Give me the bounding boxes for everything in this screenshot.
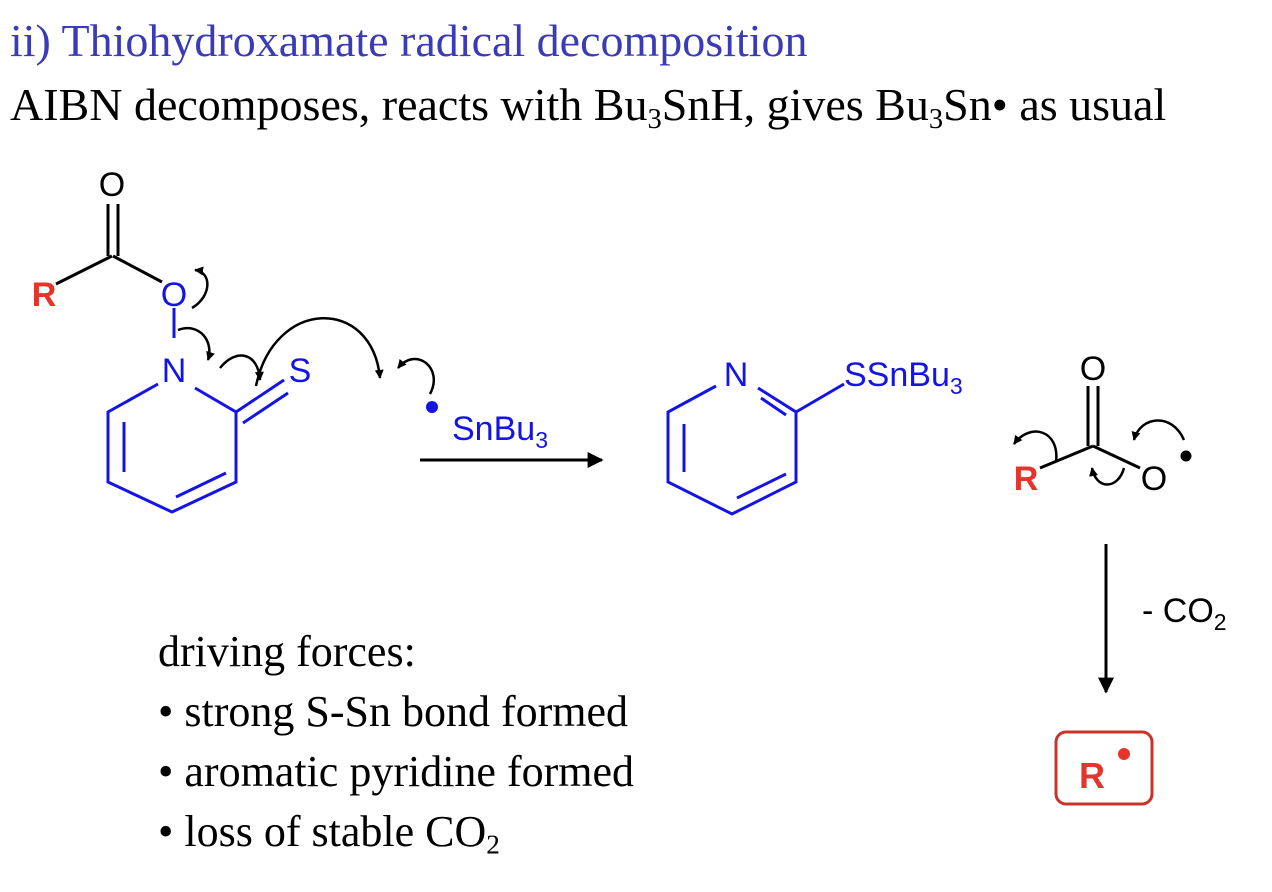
subtitle-part3: Sn• as usual xyxy=(943,79,1167,130)
curly-arrow-on-bond xyxy=(177,327,215,361)
co2-loss-sub: 2 xyxy=(1214,609,1227,635)
acyl-radical-dot xyxy=(1180,450,1192,462)
subtitle-sub2: 3 xyxy=(928,103,944,135)
co2-loss-prefix: - CO xyxy=(1142,592,1214,630)
subtitle-sub1: 3 xyxy=(647,103,662,135)
acyl-o-label: O xyxy=(1141,460,1167,498)
reactant-ester-o: O xyxy=(161,276,187,314)
acyl-r-label: R xyxy=(1014,460,1039,498)
co2-loss-label: - CO2 xyxy=(1142,592,1227,635)
pyridine-substituent-base: SSnBu xyxy=(844,356,950,394)
c-s-double-bond-1 xyxy=(235,378,285,414)
reactant-s-label: S xyxy=(289,352,312,390)
driving-forces-heading: driving forces: xyxy=(158,627,416,676)
driving-force-item-3-base: • loss of stable CO xyxy=(158,807,487,856)
acyl-carbonyl-o: O xyxy=(1080,350,1106,388)
c-s-bond xyxy=(795,382,845,414)
radical-box-border xyxy=(1054,730,1154,806)
alkyl-radical-box: R xyxy=(1054,730,1154,806)
reactant-structure: O R O N S xyxy=(32,166,436,514)
curly-arrow-n-c xyxy=(219,354,264,381)
reagent-sub: 3 xyxy=(535,427,548,453)
pyridine-ring xyxy=(666,384,798,516)
acyl-c-o-bond xyxy=(1092,444,1141,470)
reactant-n-label: N xyxy=(162,352,187,390)
pyridine-double-2 xyxy=(736,472,787,500)
reagent-base: SnBu xyxy=(452,410,535,448)
subtitle-part1: AIBN decomposes, reacts with Bu xyxy=(10,79,648,130)
pyridine-substituent: SSnBu3 xyxy=(844,356,963,399)
thione-ring xyxy=(106,382,238,514)
radical-r-label: R xyxy=(1079,755,1105,796)
driving-force-item-3-sub: 2 xyxy=(486,829,500,860)
slide-title: ii) Thiohydroxamate radical decompositio… xyxy=(10,15,808,66)
curly-arrow-sn-radical xyxy=(397,357,436,395)
fishhook-o-radical xyxy=(1131,419,1186,441)
pyridine-n-label: N xyxy=(724,356,749,394)
driving-force-item-2: • aromatic pyridine formed xyxy=(158,747,635,796)
fishhook-co-bond xyxy=(1089,467,1126,486)
fishhook-r-c-bond xyxy=(1012,430,1058,463)
reactant-carbonyl-o: O xyxy=(99,166,125,204)
alkyl-radical-dot xyxy=(1118,748,1130,760)
radical-dot xyxy=(426,401,438,413)
ring-inner-double-2 xyxy=(175,471,227,499)
reagent-stannyl-radical: SnBu3 xyxy=(426,401,548,453)
curly-arrow-s-attack xyxy=(254,317,384,387)
r-c-bond xyxy=(55,254,113,286)
c-o-single-bond xyxy=(112,254,163,284)
driving-force-item-1: • strong S-Sn bond formed xyxy=(158,687,629,736)
acyl-r-c-bond xyxy=(1039,444,1094,470)
reagent-label: SnBu3 xyxy=(452,410,548,453)
reactant-r-label: R xyxy=(32,276,57,314)
driving-force-item-3: • loss of stable CO2 xyxy=(158,806,500,860)
pyridine-substituent-sub: 3 xyxy=(950,373,963,399)
curly-arrow-o-lone-pair xyxy=(191,266,209,310)
subtitle-part2: SnH, gives Bu xyxy=(661,79,929,130)
slide-subtitle: AIBN decomposes, reacts with Bu3SnH, giv… xyxy=(10,78,1167,134)
product-pyridine: N SSnBu3 xyxy=(666,356,963,516)
pyridine-double-3 xyxy=(760,396,787,417)
acyloxy-radical: O R O xyxy=(1012,350,1192,498)
c-s-double-bond-2 xyxy=(242,391,289,425)
